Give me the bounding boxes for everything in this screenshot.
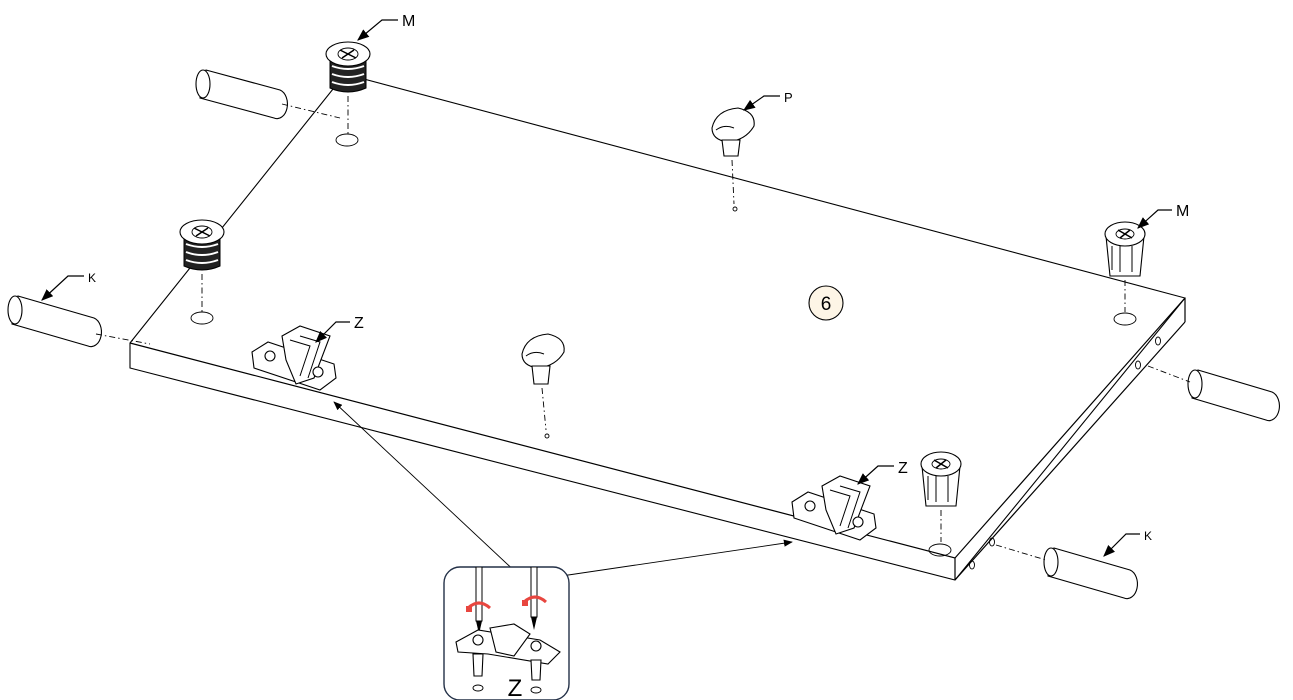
label-z-right: Z [898,460,908,477]
panel-number: 6 [821,294,832,315]
label-m-top: M [402,13,415,30]
dowel-top-left [195,69,341,120]
cam-lock-bottom [920,451,962,542]
dowel-left [7,295,151,348]
dowel-bottom-right [995,544,1138,600]
detail-label: Z [508,675,523,700]
dowel-right [1147,365,1280,422]
cam-lock-right [1104,221,1146,312]
cam-lock-left [179,219,225,312]
panel-board [129,73,1186,581]
label-z-left: Z [354,315,364,332]
detail-inset: Z [443,566,570,700]
label-k-right: K [1144,529,1152,543]
shelf-support-top [711,107,755,205]
hinge-plate-right [791,475,877,541]
label-p: P [784,90,793,105]
panel-number-badge: 6 [808,285,844,321]
label-k-left: K [88,271,96,285]
cam-lock-top [325,41,371,134]
leader-lines [41,19,1172,579]
shelf-support-bottom [521,333,565,431]
label-m-right: M [1176,203,1189,220]
